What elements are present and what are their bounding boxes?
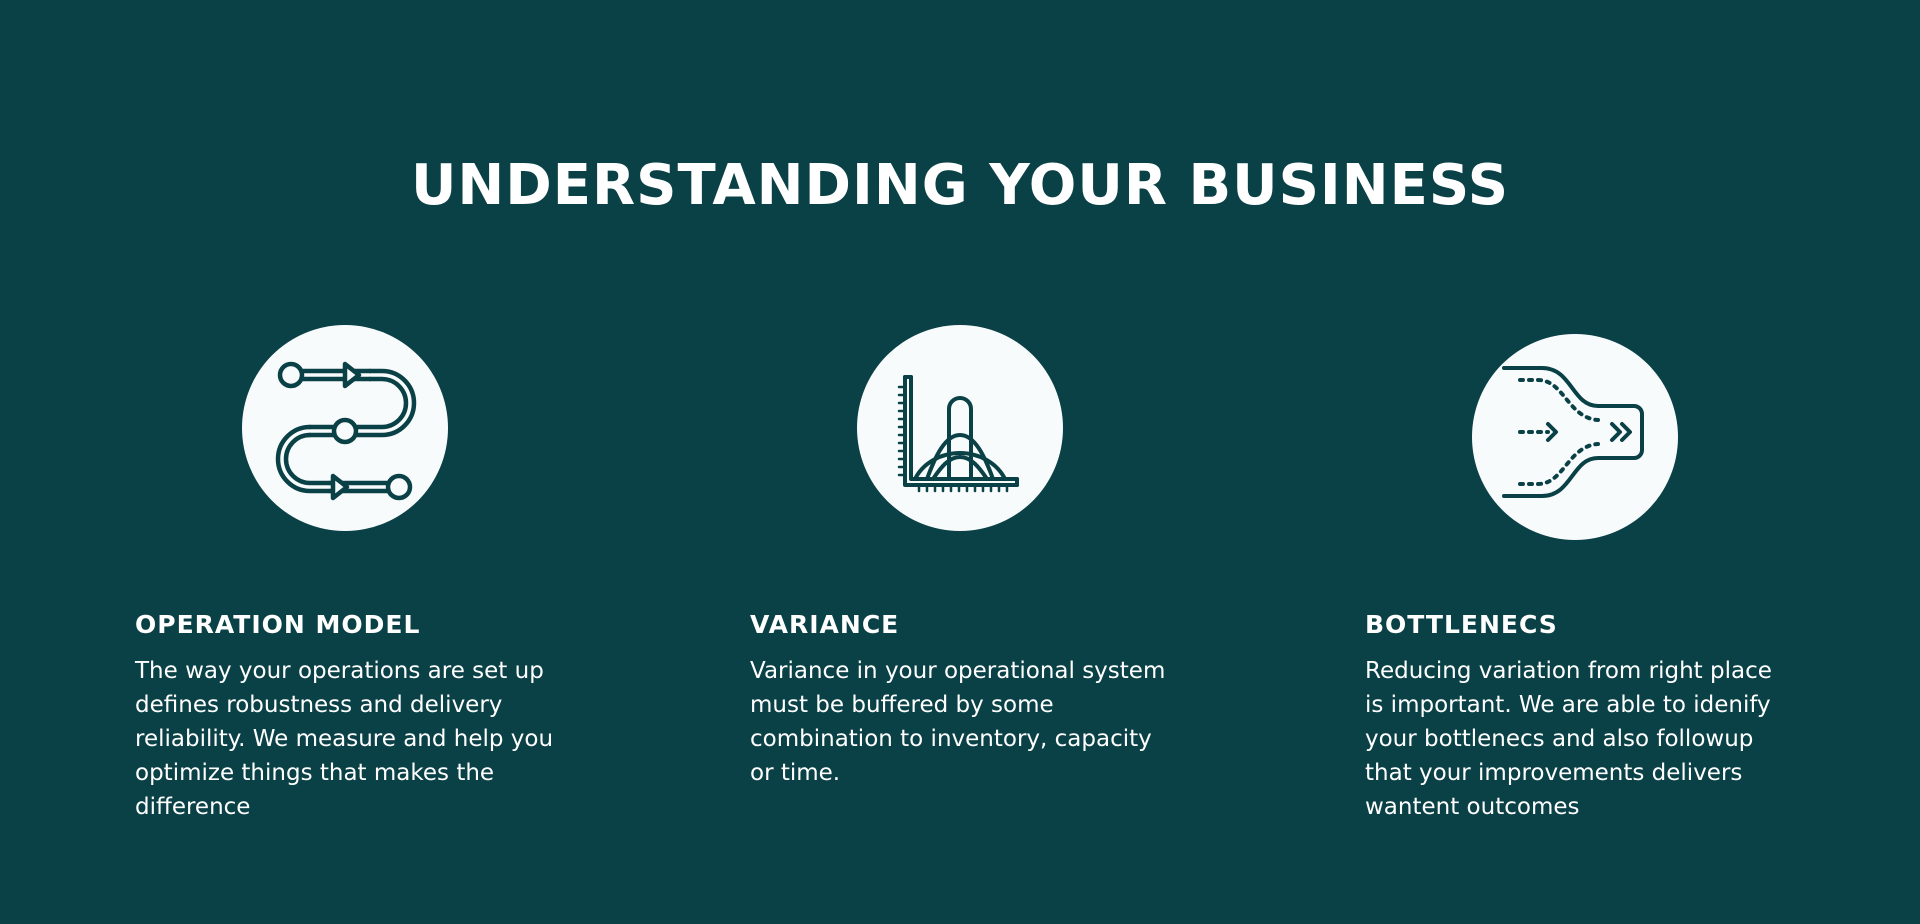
feature-description: Variance in your operational system must… [750,658,1166,786]
feature-description: Reducing variation from right place is i… [1365,658,1772,820]
feature-heading: OPERATION MODEL [135,610,421,639]
feature-heading: VARIANCE [750,610,900,639]
feature-heading: BOTTLENECS [1365,610,1558,639]
distribution-chart-icon [857,325,1063,531]
page-title: UNDERSTANDING YOUR BUSINESS [410,153,1510,218]
feature-description: The way your operations are set up defin… [135,658,554,820]
bottleneck-icon [1472,334,1678,540]
process-flow-icon [242,325,448,531]
